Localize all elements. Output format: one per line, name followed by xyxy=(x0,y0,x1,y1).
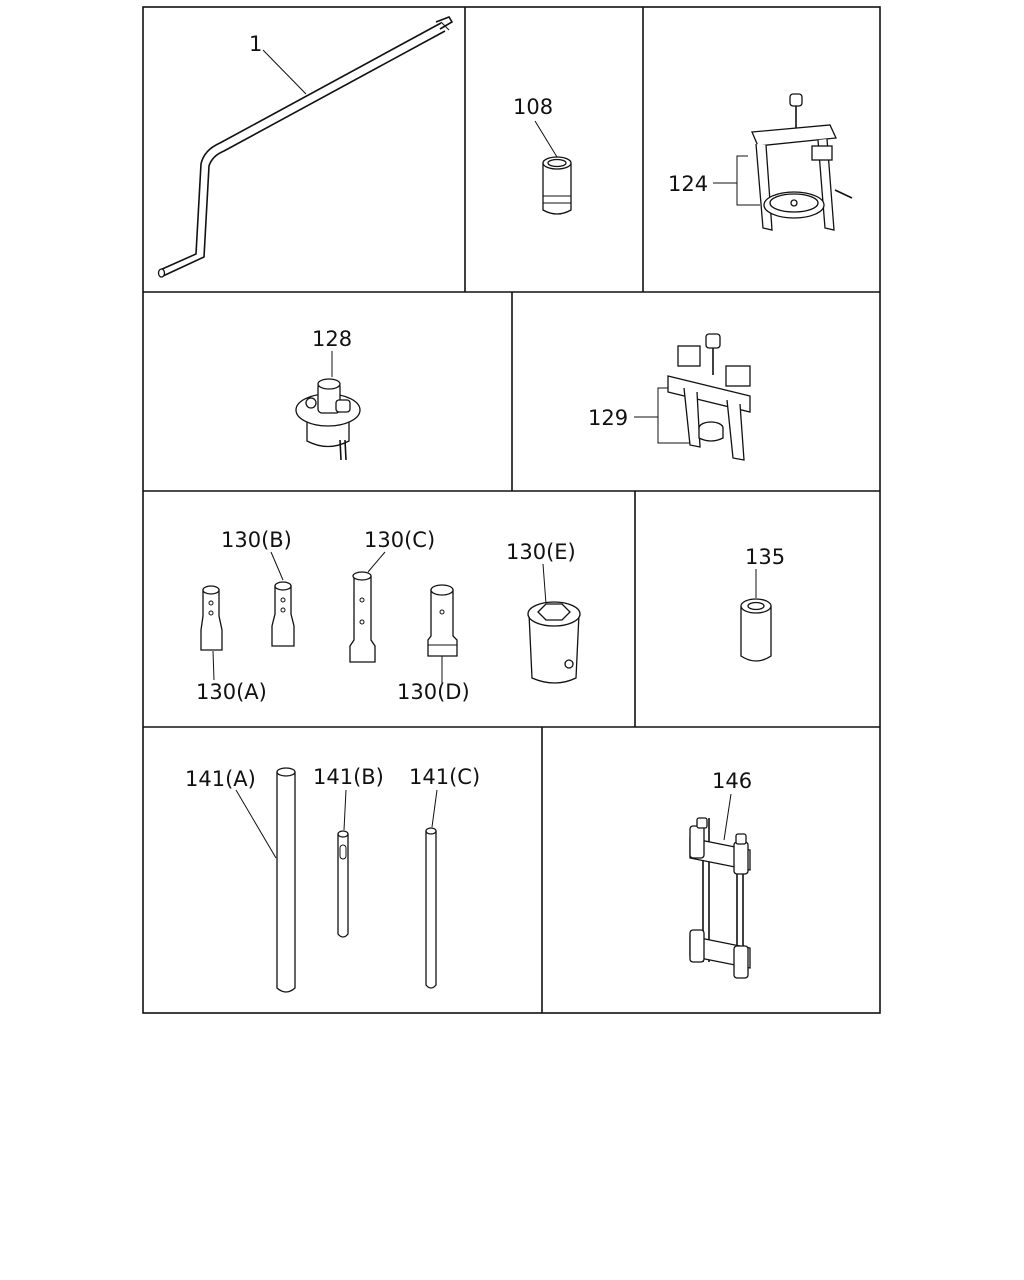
part-128-flange-tool xyxy=(295,351,361,461)
part-label-1: 1 xyxy=(249,32,262,56)
part-label-141c: 141(C) xyxy=(409,765,480,789)
part-label-130b: 130(B) xyxy=(221,528,292,552)
part-130a-wrench xyxy=(200,585,223,681)
part-146-compressor xyxy=(689,793,751,979)
part-135-sleeve xyxy=(740,569,772,662)
part-141b-bar xyxy=(337,789,349,938)
part-129-bearing-puller xyxy=(634,333,751,461)
part-label-130a: 130(A) xyxy=(196,680,267,704)
part-label-141a: 141(A) xyxy=(185,767,256,791)
part-label-108: 108 xyxy=(513,95,553,119)
part-label-130c: 130(C) xyxy=(364,528,435,552)
part-141c-bar xyxy=(425,789,438,989)
part-label-130d: 130(D) xyxy=(397,680,470,704)
part-label-128: 128 xyxy=(312,327,352,351)
part-1-rod xyxy=(157,16,454,278)
part-130c-wrench xyxy=(349,551,386,663)
part-label-130e: 130(E) xyxy=(506,540,576,564)
part-130b-wrench xyxy=(270,551,295,647)
part-label-141b: 141(B) xyxy=(313,765,384,789)
part-124-puller xyxy=(713,93,853,231)
part-130d-wrench xyxy=(427,584,458,683)
diagram-grid xyxy=(142,6,881,1014)
part-label-146: 146 xyxy=(712,769,752,793)
part-label-129: 129 xyxy=(588,406,628,430)
part-label-135: 135 xyxy=(745,545,785,569)
part-141a-bar xyxy=(235,767,296,993)
part-108-socket xyxy=(534,120,572,215)
part-label-124: 124 xyxy=(668,172,708,196)
part-130e-socket xyxy=(527,563,581,684)
